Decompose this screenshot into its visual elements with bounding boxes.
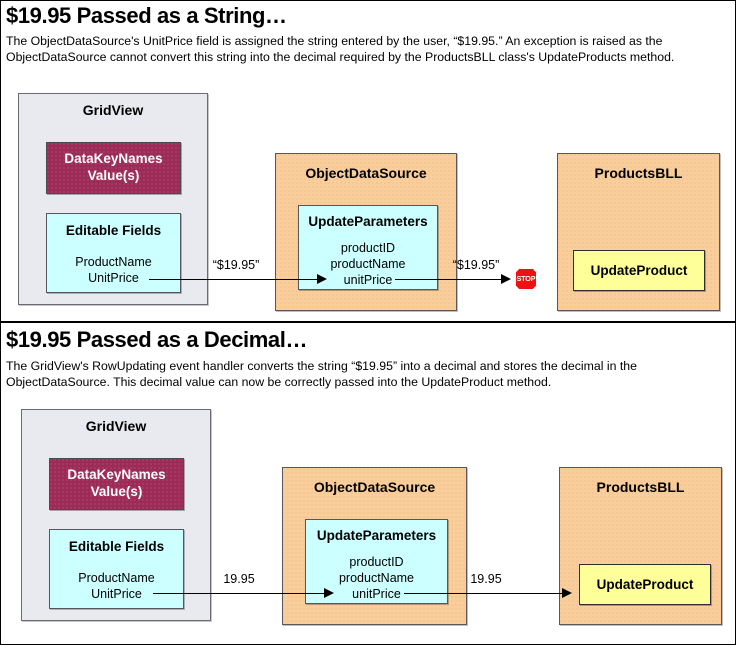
datakeynames-line1-string: DataKeyNames: [64, 151, 163, 166]
arrow-label-ods-to-bll-string: “$19.95”: [452, 258, 500, 272]
gridview-title-string: GridView: [82, 102, 144, 118]
updateparameters-title-decimal: UpdateParameters: [316, 528, 437, 543]
editable-fields-title-string: Editable Fields: [65, 223, 162, 238]
updateproduct-box-string: UpdateProduct: [573, 250, 705, 291]
productsbll-title-string: ProductsBLL: [594, 165, 683, 181]
updateparameters-title-string: UpdateParameters: [308, 214, 428, 229]
editable-fields-box-string: Editable Fields ProductName UnitPrice: [46, 213, 181, 293]
productsbll-container-string: ProductsBLL UpdateProduct: [557, 153, 720, 311]
arrow-gridview-to-ods-string: [149, 279, 319, 280]
objectdatasource-container-string: ObjectDataSource UpdateParameters produc…: [275, 153, 457, 311]
updateparameter-productname-decimal: productName: [338, 571, 415, 585]
objectdatasource-container-decimal: ObjectDataSource UpdateParameters produc…: [282, 467, 467, 625]
arrow-head-gridview-to-ods-decimal: [324, 588, 334, 598]
section-string-title: $19.95 Passed as a String…: [6, 3, 287, 28]
editable-field-productname-decimal: ProductName: [78, 571, 155, 585]
datakeynames-line2-decimal: Value(s): [90, 484, 143, 499]
stop-sign-label: STOP: [516, 275, 536, 283]
arrow-gridview-to-ods-decimal: [153, 593, 326, 594]
datakeynames-line1-decimal: DataKeyNames: [67, 467, 166, 482]
updateparameter-productname-string: productName: [330, 257, 406, 271]
arrow-head-ods-to-bll-decimal: [562, 588, 572, 598]
section-decimal-title: $19.95 Passed as a Decimal…: [6, 327, 308, 352]
arrow-label-ods-to-bll-decimal: 19.95: [470, 572, 502, 586]
arrow-label-gridview-to-ods-string: “$19.95”: [212, 258, 260, 272]
editable-field-productname-string: ProductName: [75, 255, 152, 269]
gridview-container-string: GridView DataKeyNames Value(s) Editable …: [18, 93, 208, 305]
updateparameter-productid-string: productID: [340, 241, 396, 255]
arrow-ods-to-bll-decimal: [404, 593, 564, 594]
updateparameter-unitprice-string: unitPrice: [343, 273, 393, 287]
diagram-string: GridView DataKeyNames Value(s) Editable …: [1, 89, 735, 319]
datakeynames-box-string: DataKeyNames Value(s): [46, 142, 181, 194]
datakeynames-line2-string: Value(s): [87, 168, 140, 183]
diagram-decimal: GridView DataKeyNames Value(s) Editable …: [1, 401, 735, 644]
objectdatasource-title-string: ObjectDataSource: [305, 165, 427, 181]
updateproduct-label-decimal: UpdateProduct: [596, 577, 694, 592]
datakeynames-box-decimal: DataKeyNames Value(s): [49, 458, 184, 510]
section-string-description: The ObjectDataSource's UnitPrice field i…: [6, 34, 675, 64]
updateparameter-unitprice-decimal: unitPrice: [352, 587, 401, 601]
section-string: $19.95 Passed as a String… The ObjectDat…: [1, 1, 735, 321]
editable-fields-box-decimal: Editable Fields ProductName UnitPrice: [49, 529, 184, 609]
gridview-container-decimal: GridView DataKeyNames Value(s) Editable …: [21, 409, 211, 621]
section-decimal-description: The GridView's RowUpdating event handler…: [6, 359, 637, 389]
productsbll-container-decimal: ProductsBLL UpdateProduct: [559, 467, 722, 625]
arrow-head-gridview-to-ods-string: [317, 274, 327, 284]
updateparameter-productid-decimal: productID: [349, 555, 404, 569]
editable-fields-title-decimal: Editable Fields: [68, 539, 165, 554]
editable-field-unitprice-string: UnitPrice: [88, 271, 139, 285]
gridview-title-decimal: GridView: [85, 418, 147, 434]
section-decimal: $19.95 Passed as a Decimal… The GridView…: [1, 321, 735, 644]
arrow-ods-to-bll-string: [395, 279, 505, 280]
arrow-head-ods-to-bll-string: [501, 274, 511, 284]
objectdatasource-title-decimal: ObjectDataSource: [313, 479, 436, 495]
arrow-label-gridview-to-ods-decimal: 19.95: [223, 572, 255, 586]
editable-field-unitprice-decimal: UnitPrice: [91, 587, 142, 601]
productsbll-title-decimal: ProductsBLL: [596, 479, 685, 495]
stop-sign-icon: STOP: [514, 267, 538, 291]
updateproduct-box-decimal: UpdateProduct: [579, 564, 711, 605]
updateproduct-label-string: UpdateProduct: [590, 263, 688, 278]
